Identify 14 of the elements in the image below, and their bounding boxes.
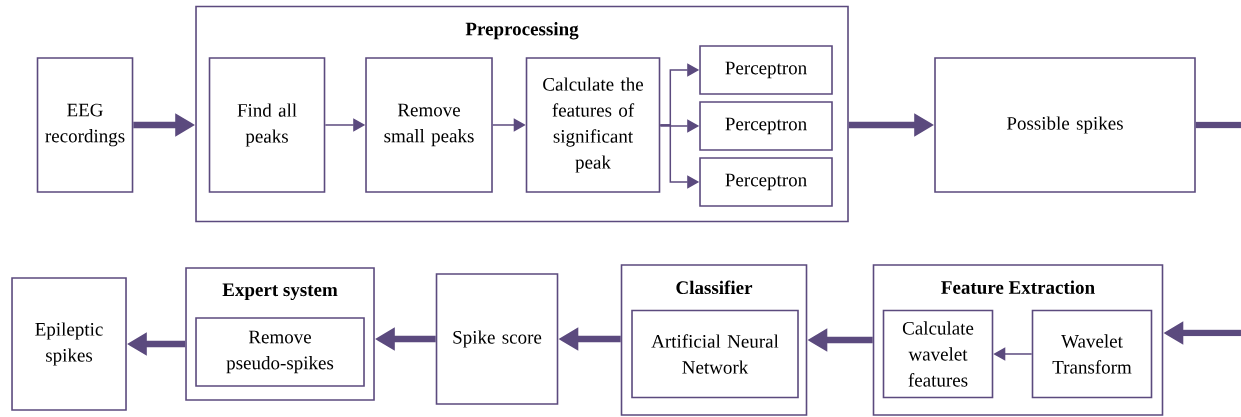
process-box: Wavelet Transform bbox=[1031, 309, 1153, 399]
process-box: Calculate wavelet features bbox=[882, 309, 994, 399]
process-box: Perceptron bbox=[699, 157, 833, 207]
process-box: Find all peaks bbox=[208, 57, 326, 193]
process-box: Remove pseudo-spikes bbox=[195, 317, 365, 387]
process-box: Spike score bbox=[435, 273, 559, 405]
process-box: Perceptron bbox=[699, 101, 833, 151]
process-box: Remove small peaks bbox=[365, 57, 493, 193]
process-box: Possible spikes bbox=[934, 57, 1196, 193]
process-box: EEG recordings bbox=[36, 57, 134, 193]
process-box: Epileptic spikes bbox=[11, 277, 127, 411]
process-box: Artificial Neural Network bbox=[631, 309, 799, 399]
process-box: Calculate the features of significant peak bbox=[525, 57, 661, 193]
process-box: Perceptron bbox=[699, 45, 833, 95]
